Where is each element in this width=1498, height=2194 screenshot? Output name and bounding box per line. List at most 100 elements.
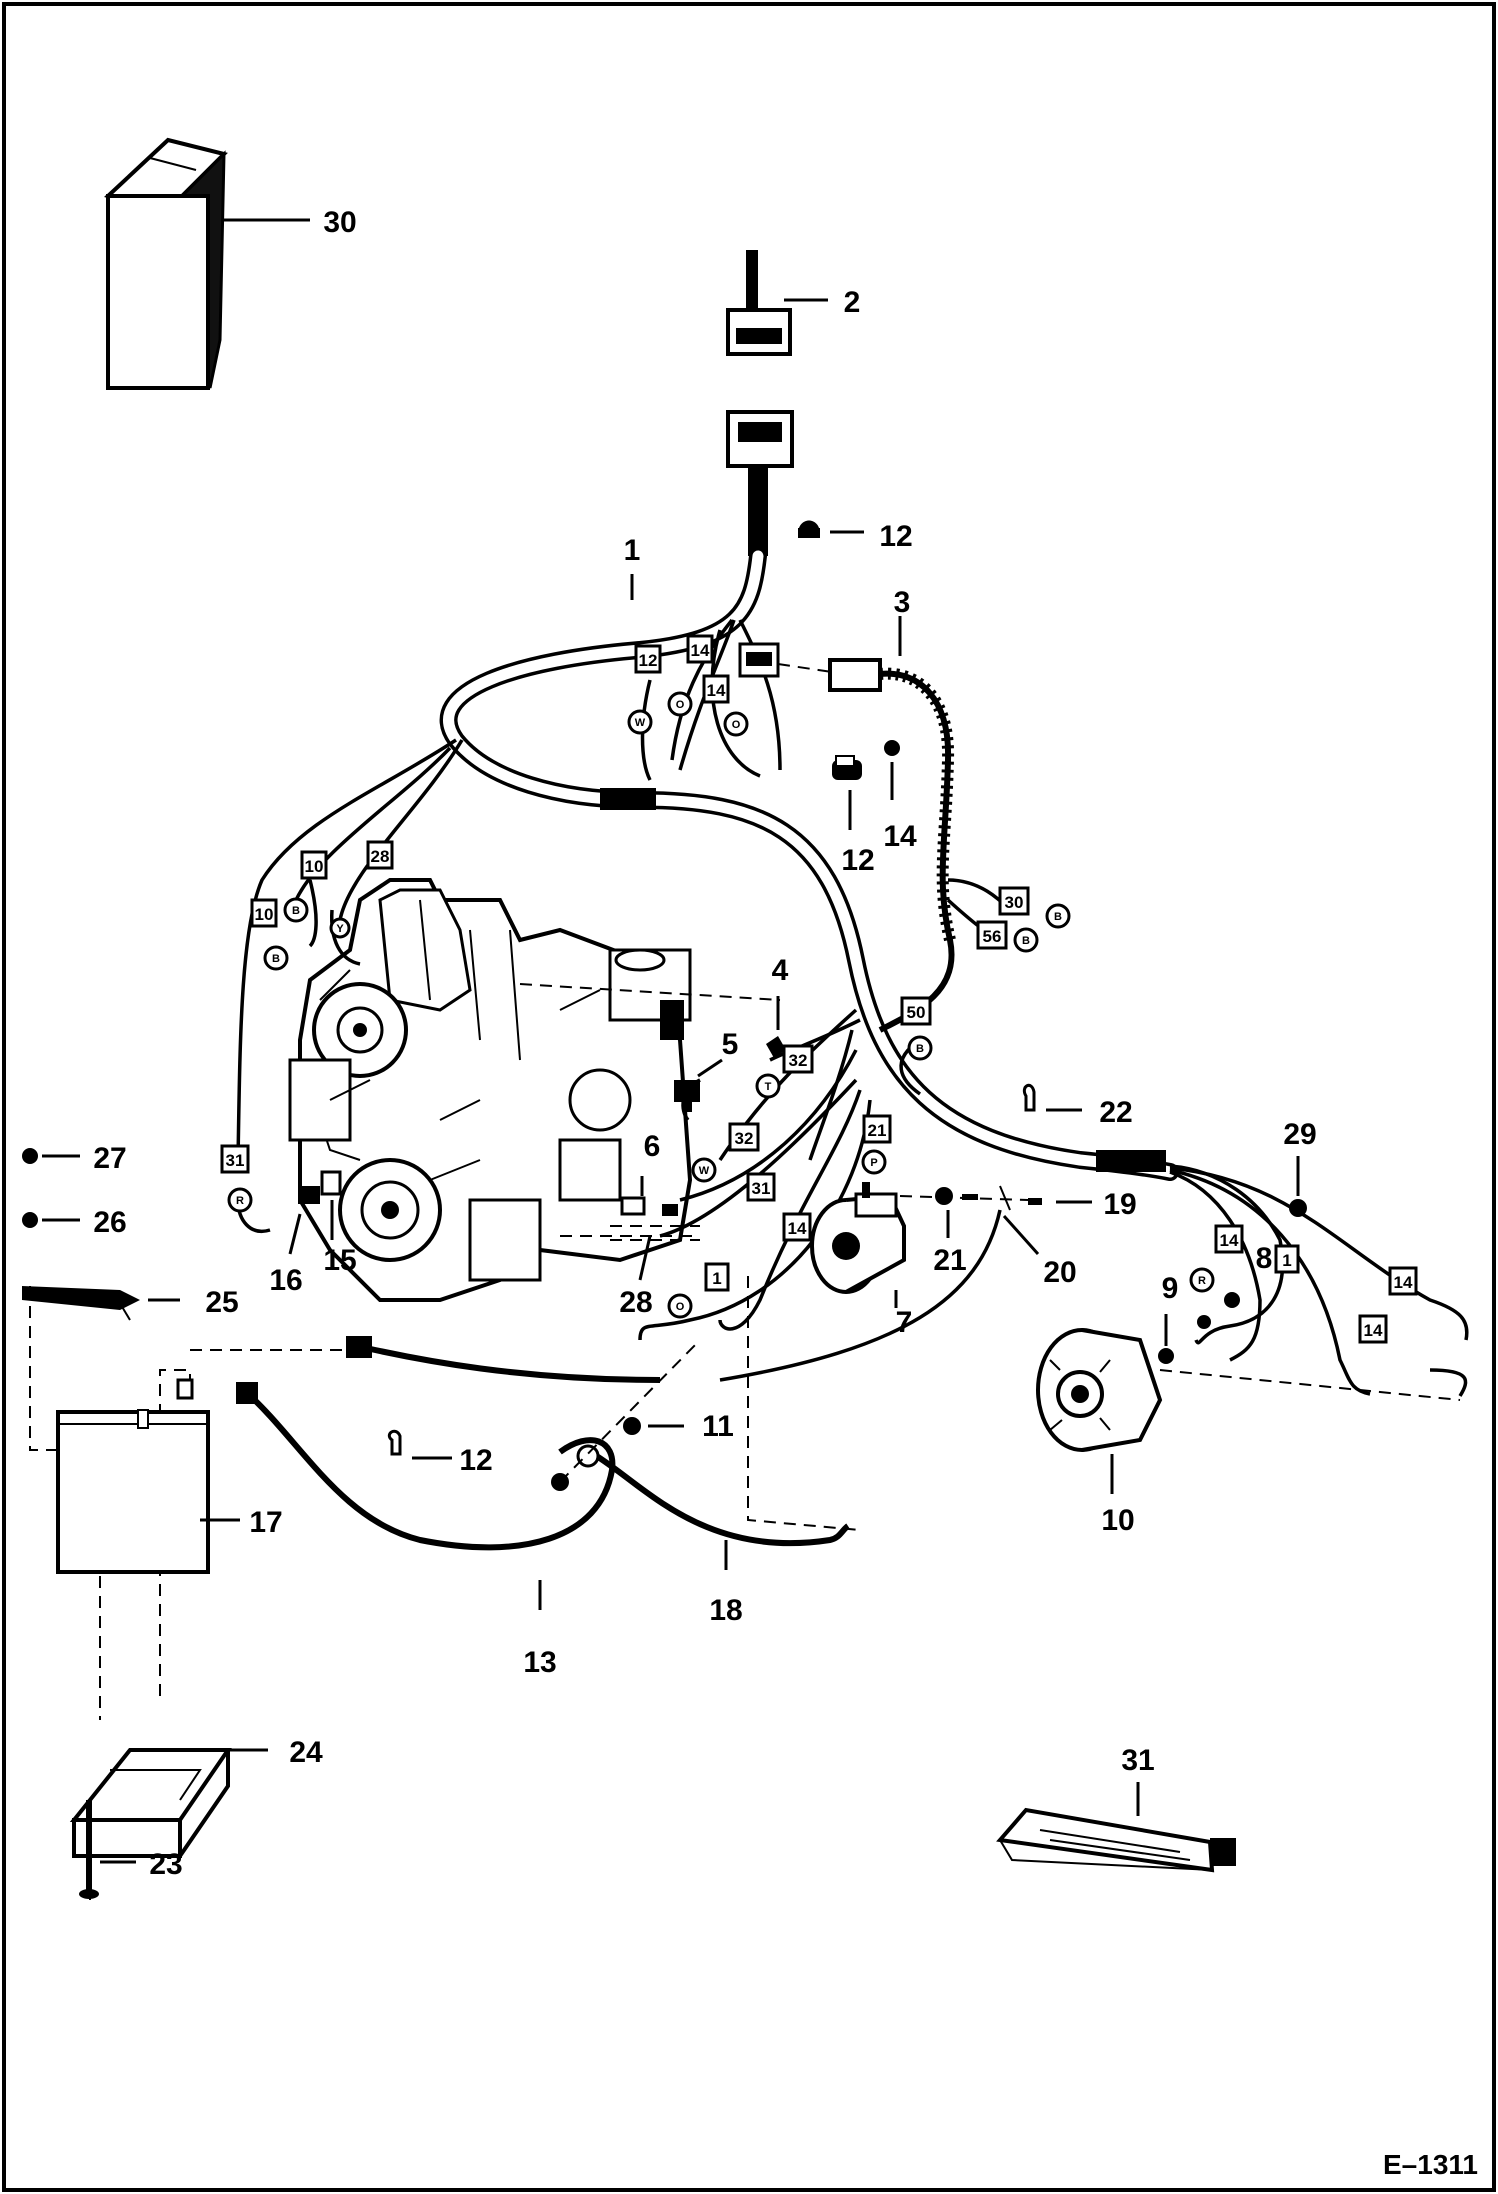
callout-10: 10 [1101,1504,1134,1537]
callout-4: 4 [772,954,789,987]
callout-24: 24 [289,1736,323,1769]
svg-text:B: B [292,905,300,917]
wire-ring: Y [329,917,351,939]
callout-7: 7 [896,1306,913,1339]
wire-ring: B [907,1035,933,1061]
wire-ring: W [627,709,653,735]
callout-21: 21 [933,1244,966,1277]
bolt-23 [79,1800,99,1899]
svg-text:14: 14 [1364,1321,1383,1340]
sensor-4 [766,1036,786,1058]
svg-text:32: 32 [789,1051,808,1070]
svg-text:O: O [732,719,741,731]
svg-text:56: 56 [983,927,1002,946]
svg-text:10: 10 [255,905,274,924]
callout-18: 18 [709,1594,742,1627]
svg-text:1: 1 [1282,1251,1291,1270]
callout-5: 5 [722,1028,739,1061]
wire-tag: 10 [250,898,278,928]
svg-text:31: 31 [752,1179,771,1198]
callout-26: 26 [93,1206,126,1239]
callout-19: 19 [1103,1188,1136,1221]
svg-text:31: 31 [226,1151,245,1170]
svg-text:R: R [1198,1275,1206,1287]
wire-tag: 14 [686,634,714,664]
svg-text:P: P [870,1157,877,1169]
callout-1: 1 [624,534,641,567]
wire-tag: 14 [702,674,730,704]
wire-tag: 50 [900,996,932,1026]
wire-ring: O [667,691,693,717]
wire-ring: P [861,1149,887,1175]
wire-ring: R [1189,1267,1215,1293]
svg-text:30: 30 [1005,893,1024,912]
svg-text:B: B [1022,935,1030,947]
svg-text:10: 10 [305,857,324,876]
callout-23: 23 [149,1848,182,1881]
wire-tag: 14 [1214,1224,1244,1254]
svg-text:1: 1 [712,1269,721,1288]
svg-text:B: B [1054,911,1062,923]
wire-ring: O [723,711,749,737]
svg-text:14: 14 [788,1219,807,1238]
wire-tag: 1 [704,1262,730,1292]
svg-text:W: W [635,717,646,729]
battery-tray-24 [69,1748,232,1858]
wire-tag: 32 [728,1122,760,1152]
callout-11: 11 [702,1410,734,1443]
wire-tag: 30 [998,886,1030,916]
wire-tag: 21 [862,1114,892,1144]
callout-22: 22 [1099,1096,1132,1129]
wire-tag: 32 [782,1044,814,1074]
wire-tag: 14 [1358,1314,1388,1344]
wire-ring: T [755,1073,781,1099]
svg-text:21: 21 [868,1121,887,1140]
callout-31: 31 [1121,1744,1154,1777]
callout-12: 12 [879,520,912,553]
engine-assembly [288,878,693,1302]
svg-text:14: 14 [691,641,710,660]
svg-text:14: 14 [1220,1231,1239,1250]
callout-27: 27 [93,1142,126,1175]
clamp-12b [832,740,900,780]
svg-text:R: R [236,1195,244,1207]
main-harness [439,547,1179,1181]
sub-harness-3 [828,658,956,1033]
figure-id: E–1311 [1383,2149,1478,2180]
callout-20: 20 [1043,1256,1076,1289]
wire-tag: 14 [1388,1266,1418,1296]
callout-2: 2 [844,286,861,319]
harness-plug [726,410,794,556]
sensor-5 [674,1080,700,1112]
callout-8: 8 [1256,1242,1273,1275]
wire-tag: 31 [746,1172,776,1202]
svg-text:12: 12 [639,651,658,670]
svg-text:B: B [272,953,280,965]
connector-2 [726,250,792,356]
svg-text:32: 32 [735,1129,754,1148]
callout-17: 17 [249,1506,282,1539]
wire-ring: B [283,897,309,923]
callout-12: 12 [459,1444,492,1477]
svg-text:B: B [916,1043,924,1055]
svg-text:O: O [676,1301,685,1313]
callout-30: 30 [323,206,356,239]
wire-tag: 12 [634,644,662,674]
svg-text:Y: Y [336,923,344,935]
grease-tube-31 [996,1807,1236,1873]
wire-ring: W [691,1157,717,1183]
callout-6: 6 [644,1130,661,1163]
wire-ring: B [263,945,289,971]
svg-text:14: 14 [1394,1273,1413,1292]
callout-12: 12 [841,844,874,877]
callout-29: 29 [1283,1118,1316,1151]
wire-ring: O [667,1293,693,1319]
callout-3: 3 [894,586,911,619]
svg-text:W: W [699,1165,710,1177]
callout-13: 13 [523,1646,556,1679]
wire-tag: 1 [1274,1244,1300,1274]
callout-25: 25 [205,1286,238,1319]
wire-ring: B [1013,927,1039,953]
